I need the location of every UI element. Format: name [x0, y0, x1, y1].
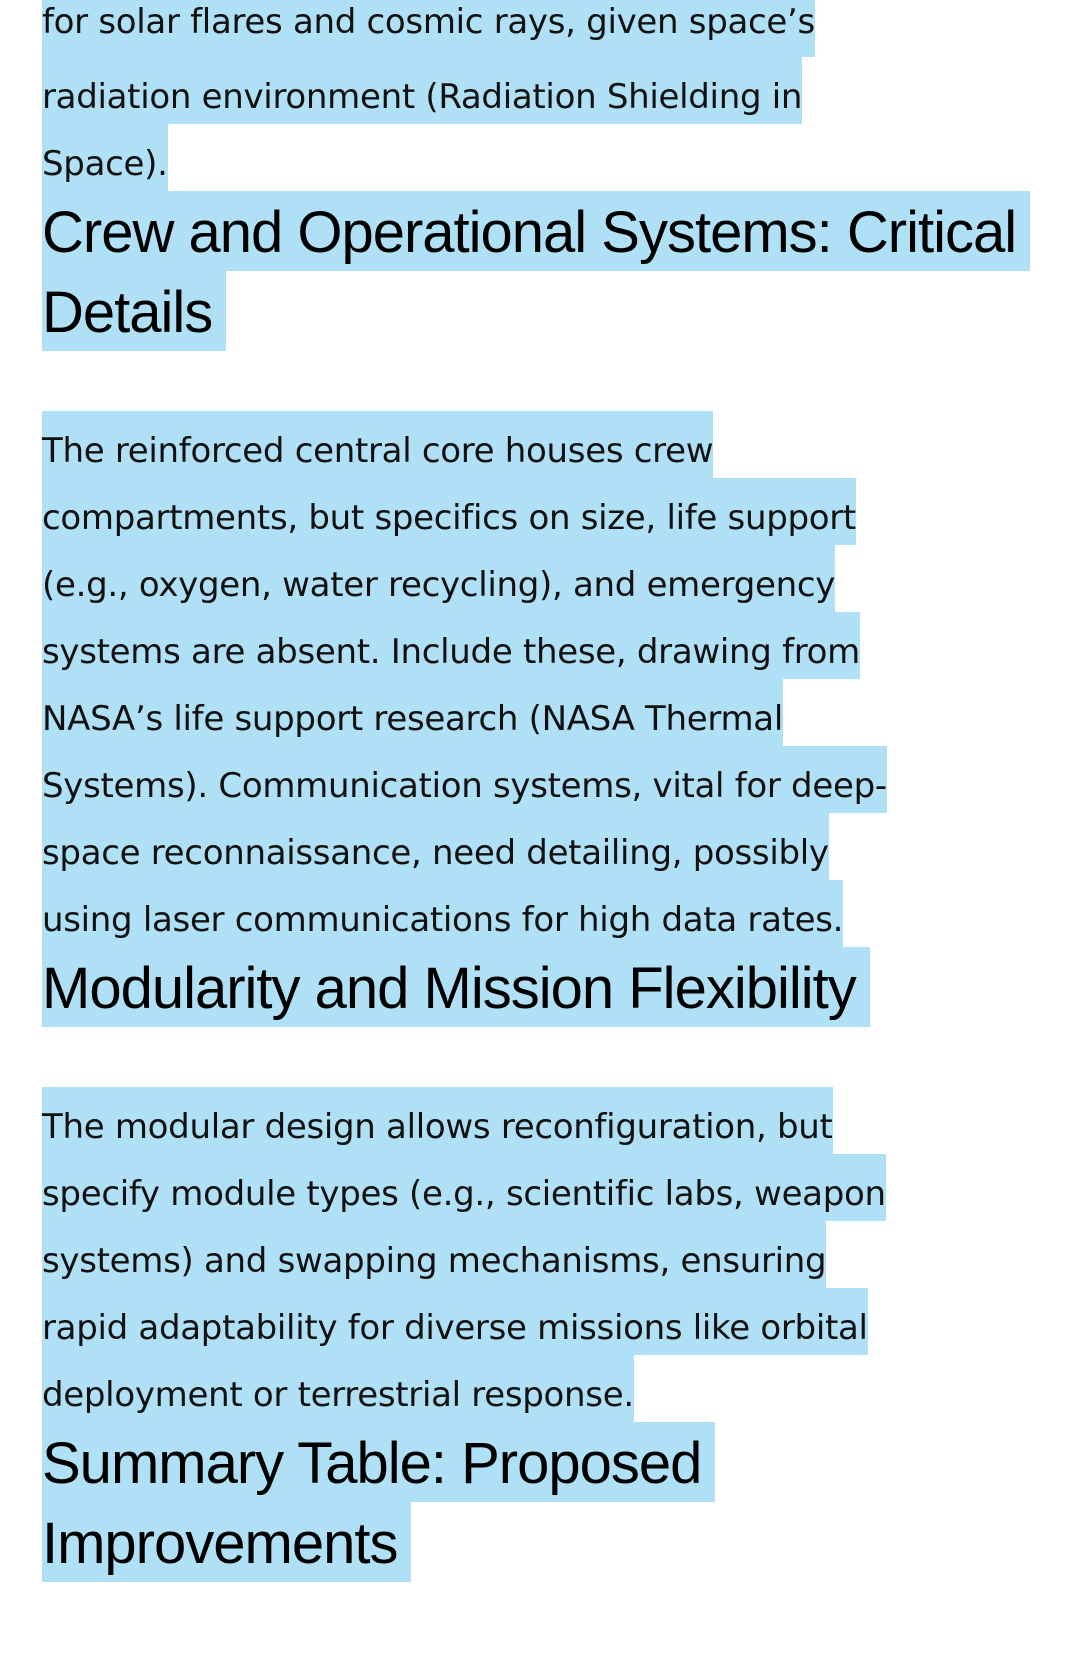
text-line: Systems). Communication systems, vital f…	[42, 746, 887, 813]
text-line: (e.g., oxygen, water recycling), and eme…	[42, 545, 835, 612]
heading-line: Improvements	[42, 1502, 412, 1582]
text-line: rapid adaptability for diverse missions …	[42, 1288, 868, 1355]
heading-line: Details	[42, 271, 227, 351]
text-line: Space).	[42, 124, 168, 191]
text-line: radiation environment (Radiation Shieldi…	[42, 57, 802, 124]
text-line: for solar flares and cosmic rays, given …	[42, 0, 815, 57]
text-line: systems are absent. Include these, drawi…	[42, 612, 860, 679]
paragraph-shielding: for solar flares and cosmic rays, given …	[42, 0, 1030, 191]
spacer	[42, 1027, 1030, 1087]
text-line: systems) and swapping mechanisms, ensuri…	[42, 1221, 827, 1288]
text-line: NASA’s life support research (NASA Therm…	[42, 679, 783, 746]
text-line: The reinforced central core houses crew	[42, 411, 714, 478]
paragraph-modularity: The modular design allows reconfiguratio…	[42, 1087, 1030, 1422]
heading-line: Crew and Operational Systems: Critical	[42, 191, 1031, 271]
heading-line: Summary Table: Proposed	[42, 1422, 716, 1502]
heading-modularity: Modularity and Mission Flexibility	[42, 947, 1030, 1027]
document-body: for solar flares and cosmic rays, given …	[42, 0, 1031, 1582]
text-line: The modular design allows reconfiguratio…	[42, 1087, 833, 1154]
text-line: compartments, but specifics on size, lif…	[42, 478, 856, 545]
text-line: using laser communications for high data…	[42, 880, 843, 947]
text-line: specify module types (e.g., scientific l…	[42, 1154, 886, 1221]
text-line: space reconnaissance, need detailing, po…	[42, 813, 829, 880]
text-line: deployment or terrestrial response.	[42, 1355, 634, 1422]
spacer	[42, 351, 1030, 411]
heading-line: Modularity and Mission Flexibility	[42, 947, 870, 1027]
